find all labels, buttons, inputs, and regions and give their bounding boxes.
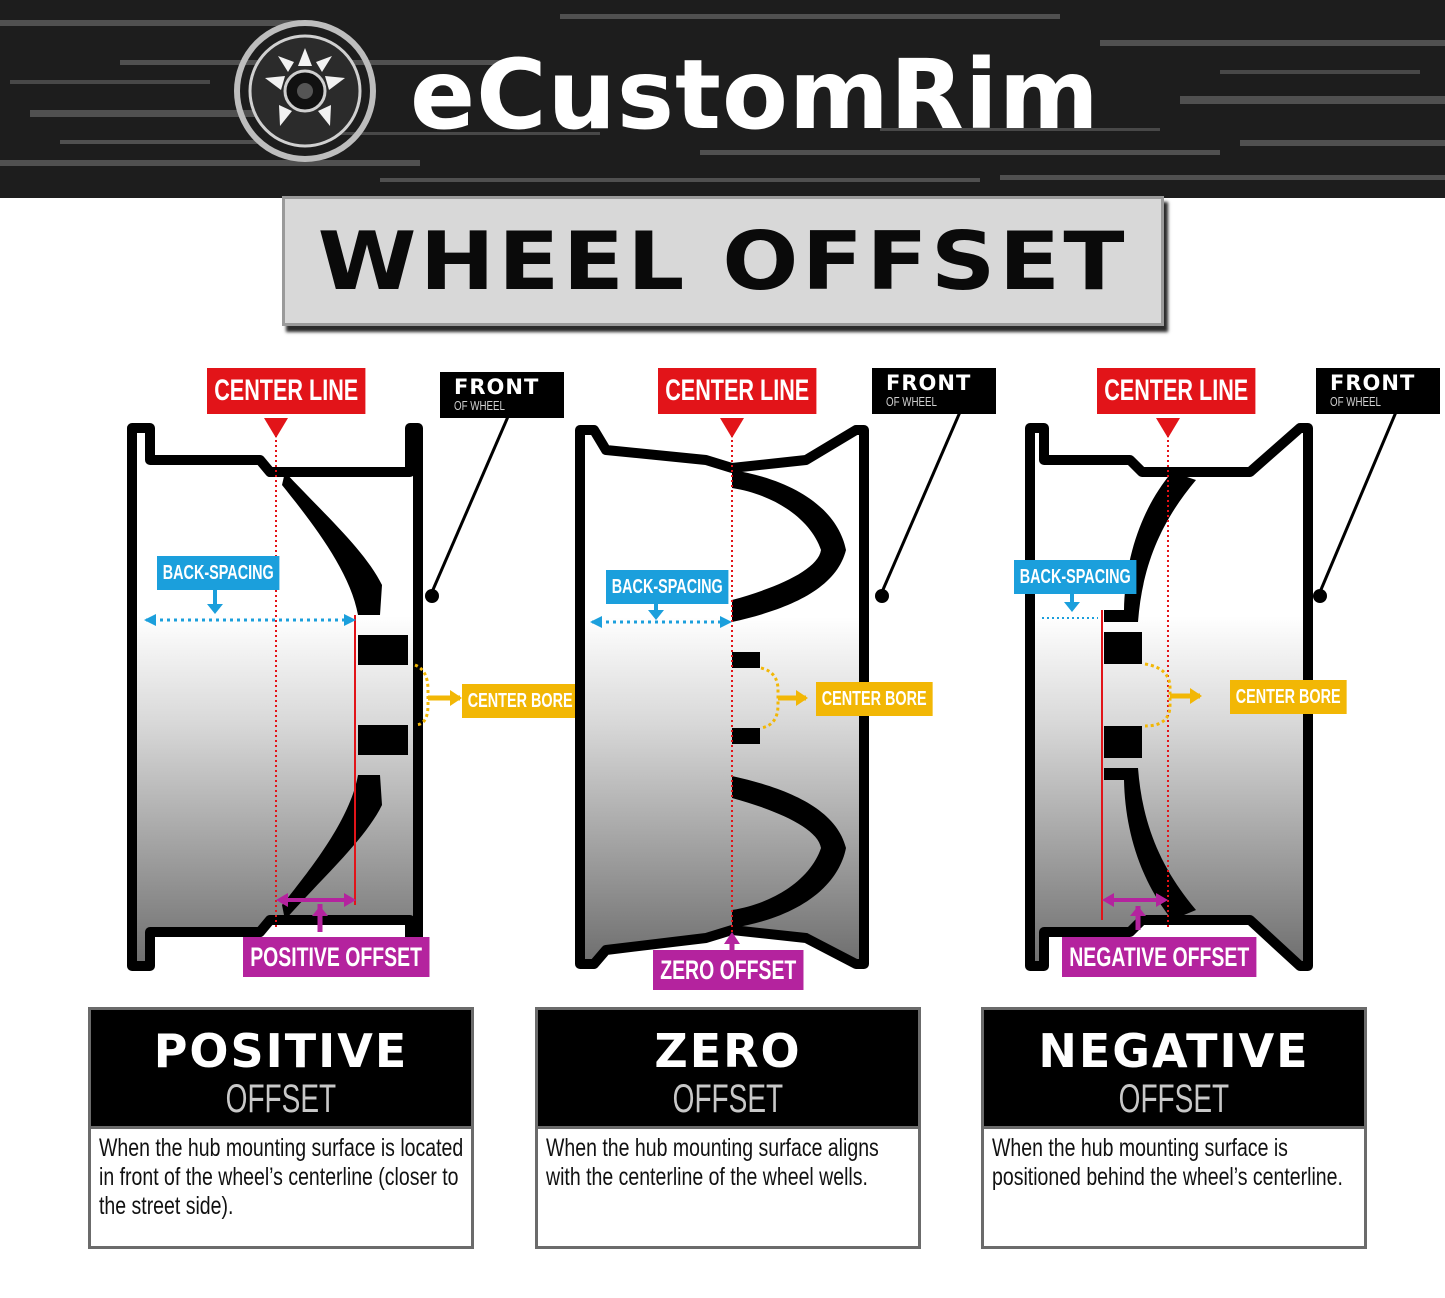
- header-banner: eCustomRim: [0, 0, 1445, 198]
- offset-label: ZERO OFFSET: [653, 950, 804, 990]
- wheel-cross-section-positive: [127, 411, 512, 971]
- positive-offset-diagram: CENTER LINE FRONT OF WHEEL BACK-SPACING …: [110, 360, 579, 1000]
- front-of-wheel-tag: FRONT OF WHEEL: [872, 368, 996, 414]
- negative-offset-diagram: CENTER LINE FRONT OF WHEEL BACK-SPACING …: [1000, 360, 1445, 1000]
- info-subtitle: OFFSET: [672, 1077, 784, 1121]
- front-sublabel: OF WHEEL: [886, 394, 937, 409]
- wheel-logo-icon: [234, 20, 376, 162]
- info-title: POSITIVE: [153, 1024, 409, 1078]
- info-description: When the hub mounting surface aligns wit…: [546, 1134, 879, 1191]
- back-spacing-label: BACK-SPACING: [1014, 560, 1137, 594]
- back-spacing-label: BACK-SPACING: [606, 570, 729, 604]
- wheel-cross-section-negative: [1025, 411, 1398, 971]
- zero-offset-diagram: CENTER LINE FRONT OF WHEEL BACK-SPACING …: [556, 360, 1016, 1000]
- front-sublabel: OF WHEEL: [454, 398, 505, 413]
- center-bore-label: CENTER BORE: [816, 682, 933, 716]
- positive-offset-info-box: POSITIVE OFFSET When the hub mounting su…: [88, 1007, 474, 1249]
- front-label: FRONT: [454, 375, 540, 399]
- center-line-label: CENTER LINE: [207, 368, 366, 414]
- front-label: FRONT: [1330, 371, 1416, 395]
- wheel-cross-section-zero: [575, 411, 962, 969]
- front-sublabel: OF WHEEL: [1330, 394, 1381, 409]
- grunge-texture: [0, 0, 1445, 198]
- front-of-wheel-tag: FRONT OF WHEEL: [440, 372, 564, 418]
- center-bore-label: CENTER BORE: [462, 684, 579, 718]
- title-plate: WHEEL OFFSET: [282, 196, 1164, 326]
- negative-offset-info-box: NEGATIVE OFFSET When the hub mounting su…: [981, 1007, 1367, 1249]
- offset-label: POSITIVE OFFSET: [243, 937, 430, 977]
- info-description: When the hub mounting surface is positio…: [992, 1134, 1343, 1191]
- center-line-label: CENTER LINE: [658, 368, 817, 414]
- info-title: ZERO: [654, 1024, 802, 1078]
- info-subtitle: OFFSET: [225, 1077, 337, 1121]
- info-heading: POSITIVE OFFSET: [91, 1010, 471, 1129]
- offset-label: NEGATIVE OFFSET: [1062, 937, 1257, 977]
- info-title: NEGATIVE: [1038, 1024, 1310, 1078]
- front-of-wheel-tag: FRONT OF WHEEL: [1316, 368, 1440, 414]
- info-heading: NEGATIVE OFFSET: [984, 1010, 1364, 1129]
- center-bore-label: CENTER BORE: [1230, 680, 1347, 714]
- page-title: WHEEL OFFSET: [317, 214, 1129, 308]
- info-description: When the hub mounting surface is located…: [99, 1134, 464, 1220]
- info-subtitle: OFFSET: [1118, 1077, 1230, 1121]
- back-spacing-label: BACK-SPACING: [157, 556, 280, 590]
- info-heading: ZERO OFFSET: [538, 1010, 918, 1129]
- center-line-label: CENTER LINE: [1097, 368, 1256, 414]
- brand-name: eCustomRim: [410, 39, 1100, 151]
- zero-offset-info-box: ZERO OFFSET When the hub mounting surfac…: [535, 1007, 921, 1249]
- front-label: FRONT: [886, 371, 972, 395]
